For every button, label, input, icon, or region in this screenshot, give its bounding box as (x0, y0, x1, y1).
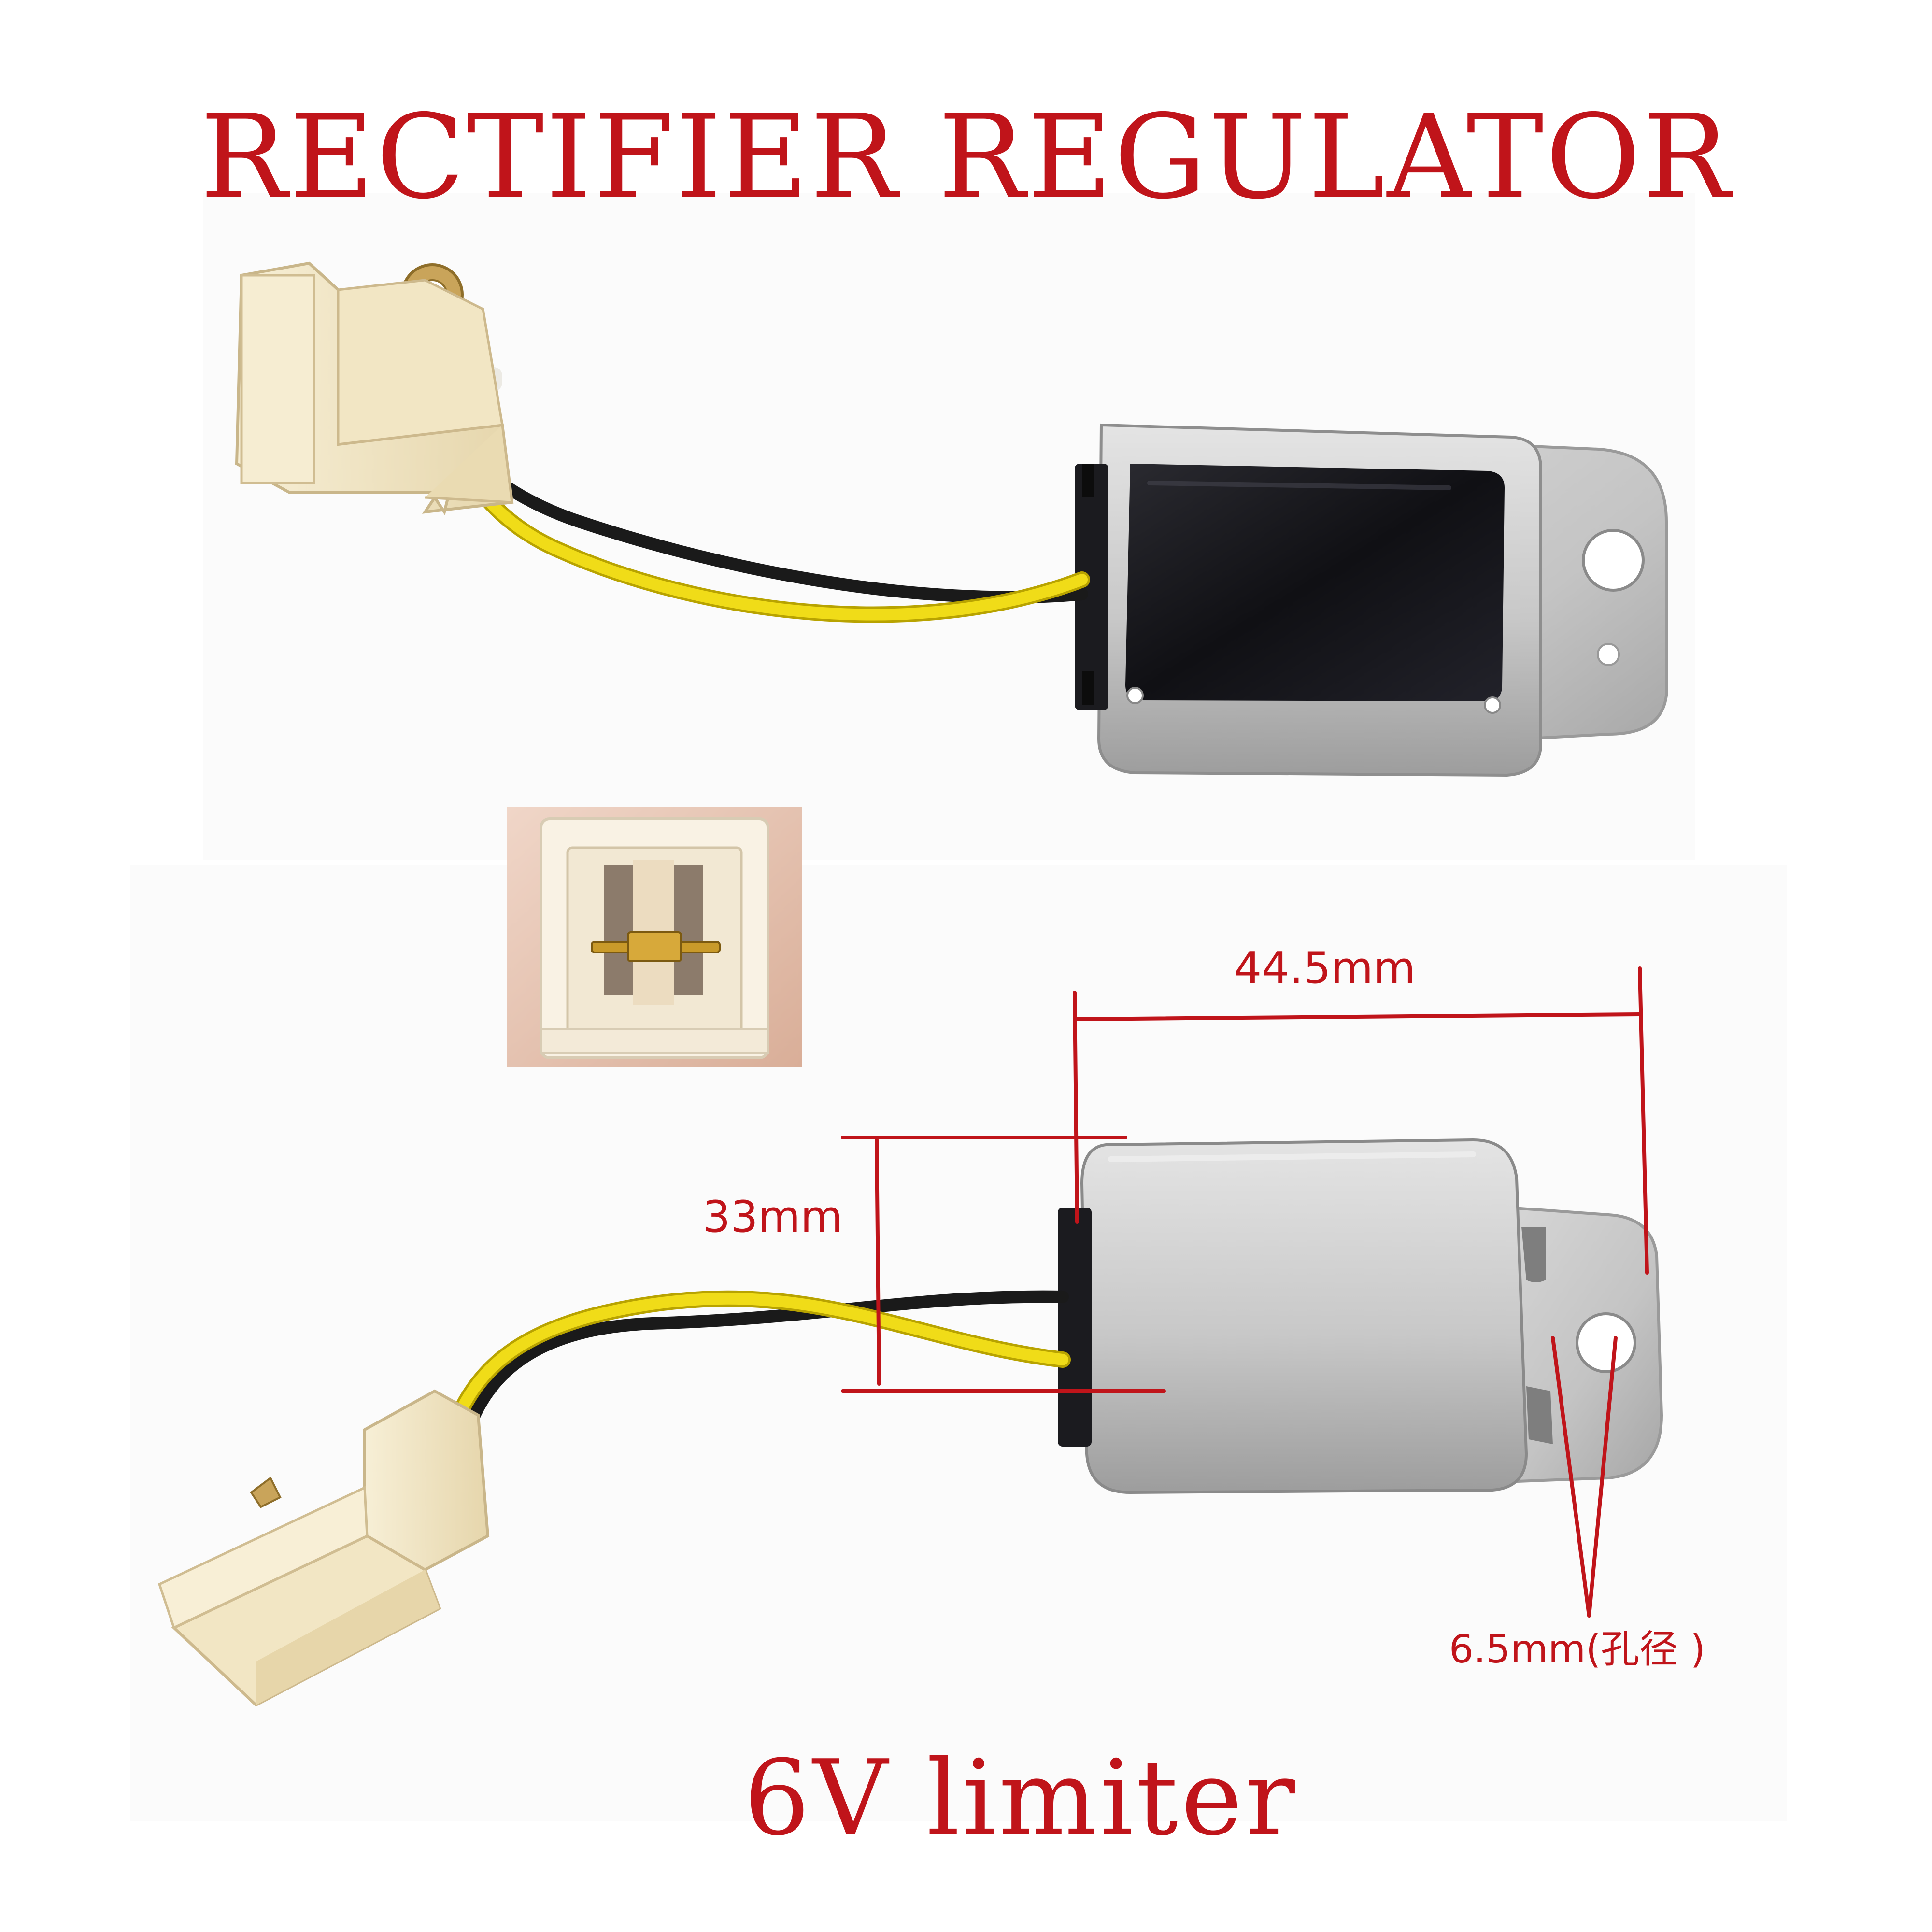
mounting-hole (1582, 529, 1645, 592)
height-line (875, 1138, 881, 1386)
length-right-tick (1638, 966, 1649, 1275)
yellow-wire (443, 1293, 1068, 1445)
connector-closeup-inset (507, 807, 802, 1067)
measure-lines (841, 966, 1649, 1618)
hole-pointer-left (1551, 1336, 1591, 1618)
epoxy-potting (1125, 464, 1505, 701)
top-connector (235, 261, 514, 516)
length-line (1073, 1012, 1642, 1021)
height-dimension-label: 33mm (703, 1192, 843, 1242)
rivet-dot (1597, 643, 1620, 666)
mounting-hole (1576, 1312, 1636, 1373)
bottom-connector (157, 1389, 490, 1707)
page-title: RECTIFIER REGULATOR (200, 89, 1732, 225)
hole-diameter-label: 6.5mm(孔径 ) (1449, 1627, 1705, 1672)
bottom-regulator (1058, 1138, 1663, 1494)
housing (1080, 1138, 1528, 1494)
gasket (1058, 1208, 1092, 1447)
page-subtitle: 6V limiter (744, 1737, 1298, 1859)
length-dimension-label: 44.5mm (1234, 943, 1416, 994)
top-regulator (1075, 423, 1668, 777)
gasket (1075, 464, 1108, 710)
hole-pointer-right (1587, 1336, 1618, 1618)
black-wire (457, 1290, 1069, 1450)
length-left-tick (1073, 991, 1079, 1224)
